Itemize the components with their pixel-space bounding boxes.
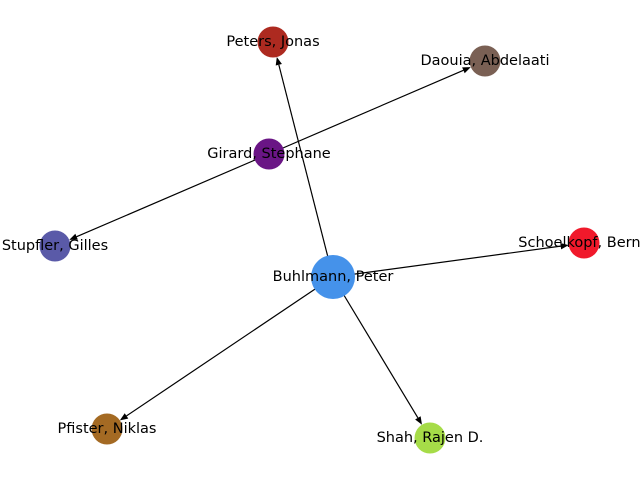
node-label-pfister: Pfister, Niklas	[58, 421, 157, 437]
node-schoelkopf	[568, 227, 600, 259]
edges-layer	[69, 57, 569, 425]
arrowhead-buhlmann-peters	[275, 57, 282, 66]
nodes-layer	[39, 26, 600, 454]
edge-girard-stupfler	[76, 153, 270, 238]
node-daouia	[469, 45, 501, 77]
arrowhead-buhlmann-pfister	[119, 413, 129, 421]
node-label-buhlmann: Buhlmann, Peter	[273, 269, 394, 285]
arrowhead-buhlmann-shah	[415, 416, 423, 425]
node-pfister	[91, 413, 123, 445]
node-girard	[253, 138, 285, 170]
edge-buhlmann-peters	[278, 64, 334, 278]
node-label-daouia: Daouia, Abdelaati	[420, 53, 549, 69]
arrowhead-girard-daouia	[462, 67, 471, 74]
node-label-schoelkopf: Schoelkopf, Bernh	[518, 235, 640, 251]
node-buhlmann	[311, 255, 355, 299]
node-stupfler	[39, 230, 71, 262]
edge-buhlmann-shah	[332, 276, 419, 419]
node-label-stupfler: Stupfler, Gilles	[2, 238, 108, 254]
node-label-shah: Shah, Rajen D.	[377, 430, 484, 446]
arrowhead-girard-stupfler	[69, 233, 78, 240]
node-label-peters: Peters, Jonas	[226, 34, 319, 50]
edge-girard-daouia	[268, 69, 464, 155]
node-shah	[414, 422, 446, 454]
node-peters	[257, 26, 289, 58]
edge-buhlmann-pfister	[126, 276, 334, 417]
node-label-girard: Girard, Stephane	[207, 146, 331, 162]
arrowhead-buhlmann-schoelkopf	[560, 242, 569, 250]
edge-buhlmann-schoelkopf	[332, 245, 561, 278]
